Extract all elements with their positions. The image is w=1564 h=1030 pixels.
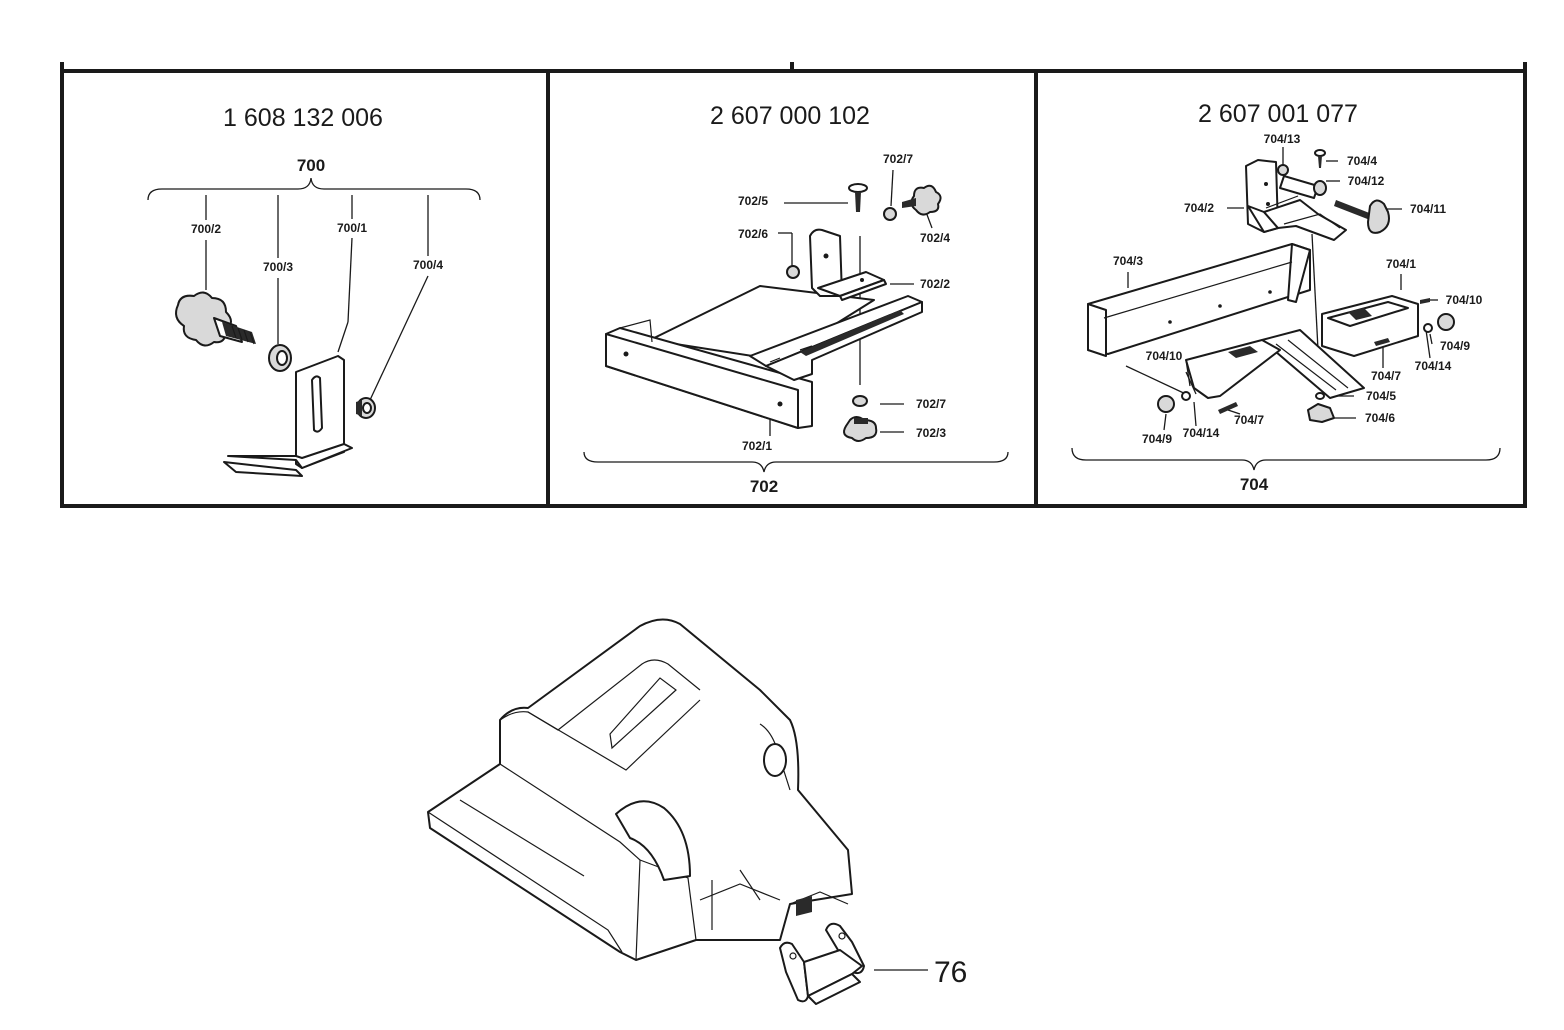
- callout-704-7b: 704/7: [1234, 413, 1264, 427]
- callout-704-11: 704/11: [1410, 202, 1446, 216]
- star-knob-icon: [902, 184, 942, 216]
- guide-plate-icon: [605, 285, 875, 429]
- washer-icon: [786, 265, 800, 279]
- group-label-704: 704: [1240, 475, 1269, 494]
- callout-704-3: 704/3: [1113, 254, 1143, 268]
- slider-block-icon: [1185, 339, 1281, 399]
- slotted-bracket-icon: [223, 355, 353, 477]
- long-fence-icon: [1087, 243, 1311, 357]
- callout-76: 76: [934, 956, 967, 989]
- part-number-704: 2 607 001 077: [1198, 100, 1358, 128]
- screw-icon: [1314, 149, 1326, 168]
- carriage-icon: [1321, 295, 1419, 357]
- group-bracket-702: [583, 451, 1009, 473]
- part-number-700: 1 608 132 006: [223, 104, 383, 132]
- callout-702-7b: 702/7: [916, 397, 946, 411]
- callout-704-6: 704/6: [1365, 411, 1395, 425]
- star-knob-icon: [843, 416, 878, 442]
- callout-704-12: 704/12: [1348, 174, 1385, 188]
- callout-700-1: 700/1: [337, 221, 367, 235]
- group-bracket-704: [1071, 447, 1501, 471]
- fence-upright-icon: [809, 228, 887, 301]
- callout-704-1: 704/1: [1386, 257, 1416, 271]
- knob-icon: [1157, 313, 1455, 413]
- callout-700-3: 700/3: [263, 260, 293, 274]
- panel-702: 2 607 000 102 702 702/7 702/5 702/6 702/…: [583, 102, 1009, 496]
- callout-704-10b: 704/10: [1146, 349, 1183, 363]
- panel-700: 1 608 132 006 700 700/2 700/3 700/1 700/…: [147, 104, 481, 477]
- callout-702-3: 702/3: [916, 426, 946, 440]
- slide-rail-icon: [749, 295, 923, 381]
- panel-frame: [60, 62, 1527, 508]
- callout-704-5: 704/5: [1366, 389, 1396, 403]
- washer-icon: [883, 207, 897, 221]
- saw-base-housing: [427, 618, 853, 961]
- callout-702-6: 702/6: [738, 227, 768, 241]
- callout-704-14b: 704/14: [1183, 426, 1220, 440]
- callout-702-7a: 702/7: [883, 152, 913, 166]
- callout-704-9b: 704/9: [1142, 432, 1172, 446]
- washer-icon: [1277, 164, 1289, 176]
- t-knob-bolt-icon: [1334, 199, 1390, 234]
- angle-bracket-icon: [1245, 159, 1347, 241]
- callout-700-2: 700/2: [191, 222, 221, 236]
- callout-702-5: 702/5: [738, 194, 768, 208]
- callout-704-4: 704/4: [1347, 154, 1377, 168]
- carriage-screw-icon: [848, 183, 868, 212]
- group-bracket-700: [147, 177, 481, 201]
- hinge-bracket-icon: [779, 922, 865, 1005]
- star-knob-icon: [175, 291, 256, 347]
- nut-icon: [356, 397, 376, 419]
- callout-700-4: 700/4: [413, 258, 443, 272]
- group-label-702: 702: [750, 477, 778, 496]
- wing-nut-icon: [1307, 392, 1335, 423]
- callout-702-4: 702/4: [920, 231, 950, 245]
- panel-704: 2 607 001 077 704 704/13 704/4 704/12 70…: [1071, 100, 1501, 494]
- callout-704-9a: 704/9: [1440, 339, 1470, 353]
- pin-icon: [1279, 175, 1327, 199]
- callout-704-10a: 704/10: [1446, 293, 1483, 307]
- washer-icon: [852, 395, 868, 407]
- callout-704-2: 704/2: [1184, 201, 1214, 215]
- callout-702-2: 702/2: [920, 277, 950, 291]
- callout-704-7a: 704/7: [1371, 369, 1401, 383]
- group-label-700: 700: [297, 156, 325, 175]
- washer-icon: [268, 344, 292, 372]
- callout-702-1: 702/1: [742, 439, 772, 453]
- guide-track-icon: [1261, 329, 1365, 399]
- part-number-702: 2 607 000 102: [710, 102, 870, 130]
- callout-704-13: 704/13: [1264, 132, 1301, 146]
- callout-704-14a: 704/14: [1415, 359, 1452, 373]
- screw-icon: [1218, 298, 1430, 414]
